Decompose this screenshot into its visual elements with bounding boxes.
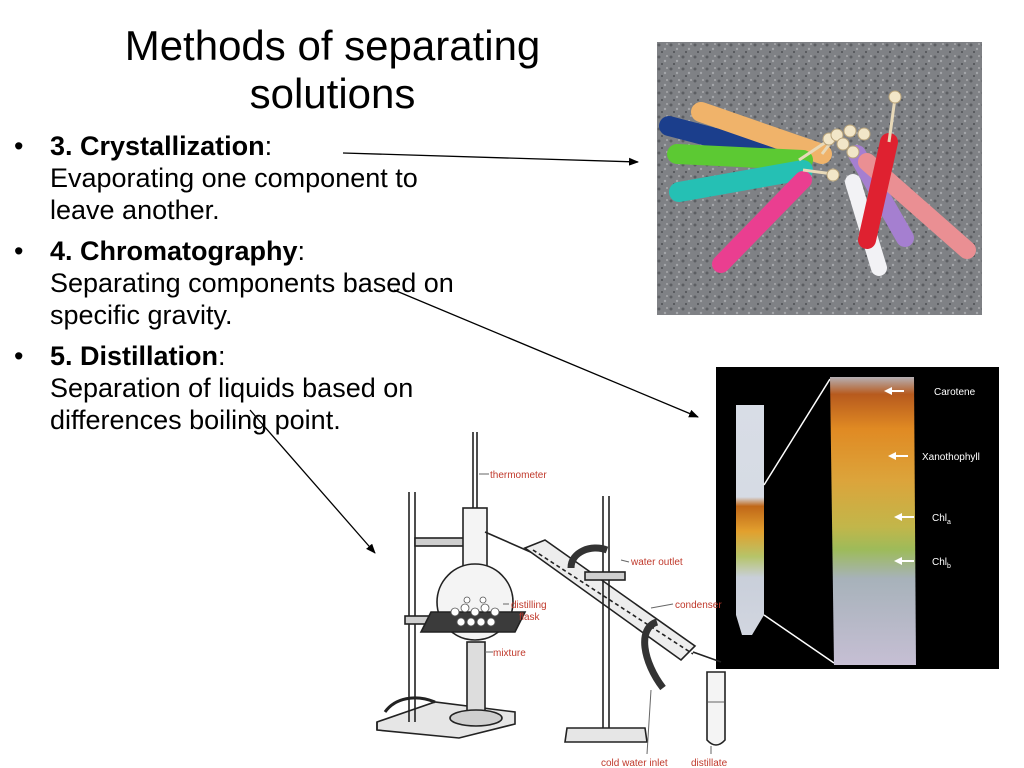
bullet-dot: • [14,341,24,371]
bullet-separator: : [218,341,226,371]
label-chl-b-sub: b [947,563,951,570]
bullet-text: Evaporating one component to leave anoth… [50,163,418,225]
arrow-to-distillation [249,409,376,554]
chromatography-image: Carotene Xanothophyll Chla Chlb [716,367,999,669]
label-condenser: condenser [675,600,722,611]
label-distillate: distillate [691,758,728,768]
bullet-text: Separating components based on specific … [50,268,454,330]
label-chl-b: Chlb [932,557,951,570]
label-xanothophyll: Xanothophyll [922,452,980,463]
distillation-diagram: thermometer water outlet distilling flas… [376,432,728,768]
label-chl-a-sub: a [947,519,951,526]
label-flask: flask [519,612,541,623]
bullet-term: 5. Distillation [50,341,219,371]
label-chl-a-main: Chl [932,513,947,524]
bullet-separator: : [297,236,306,266]
label-thermometer: thermometer [490,470,547,481]
bullet-chromatography: • 4. Chromatography: Separating componen… [14,235,454,331]
label-distilling: distilling [511,600,547,611]
bullet-dot: • [14,131,24,161]
rock-candy-photo [657,42,982,315]
label-chl-a: Chla [932,513,951,526]
bullet-distillation: • 5. Distillation: Separation of liquids… [14,340,454,436]
bullet-dot: • [14,236,24,266]
bullet-text: Separation of liquids based on differenc… [50,373,414,435]
slide-title: Methods of separating solutions [124,22,541,117]
label-carotene: Carotene [934,387,976,398]
bullet-list: • 3. Crystallization: Evaporating one co… [14,130,454,445]
bullet-term: 3. Crystallization [50,131,265,161]
bullet-separator: : [264,131,273,161]
arrow-to-rock-candy [342,152,639,166]
label-water-outlet: water outlet [630,557,683,568]
label-chl-b-main: Chl [932,557,947,568]
label-mixture: mixture [493,648,526,659]
label-cold-water-inlet: cold water inlet [601,758,668,768]
arrow-to-chromatography [393,289,699,418]
bullet-term: 4. Chromatography [50,236,298,266]
bullet-crystallization: • 3. Crystallization: Evaporating one co… [14,130,454,226]
